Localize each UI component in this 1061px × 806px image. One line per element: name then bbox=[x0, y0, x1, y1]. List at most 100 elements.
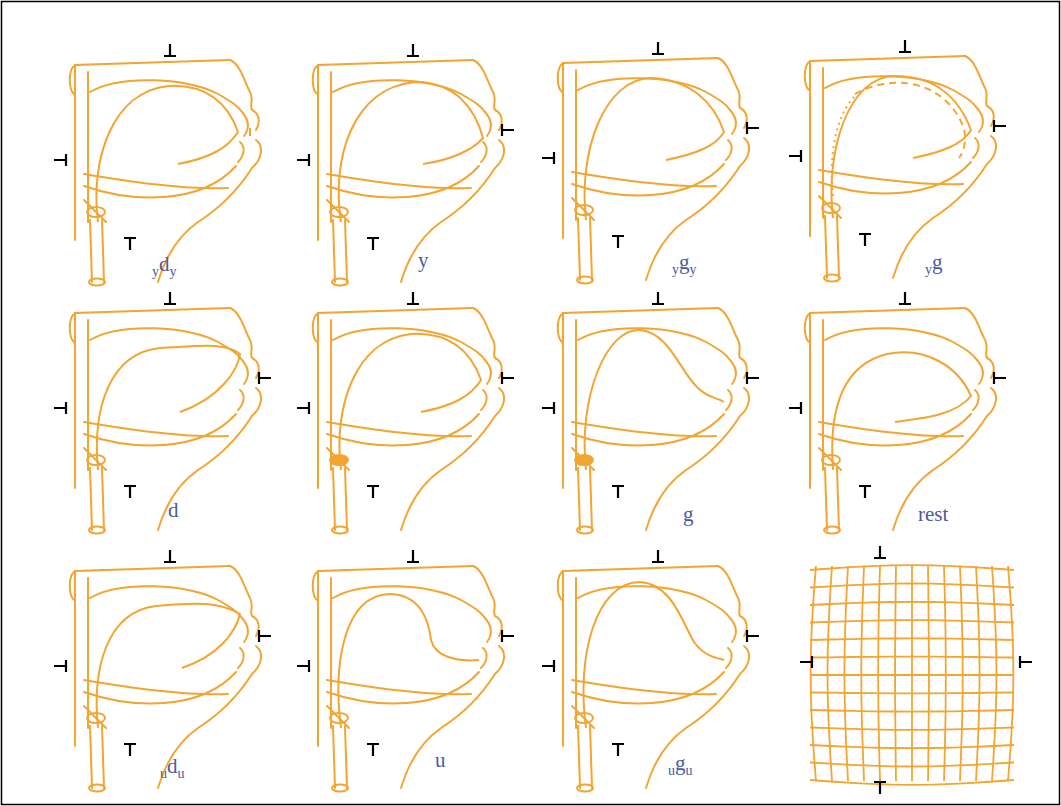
tract-outline bbox=[333, 220, 335, 282]
trachea-end bbox=[577, 785, 593, 792]
tract-outline bbox=[84, 706, 106, 728]
tract-outline bbox=[70, 313, 75, 343]
tract-outline bbox=[333, 726, 335, 788]
registration-mark bbox=[502, 630, 514, 642]
tract-outline bbox=[84, 200, 106, 222]
registration-mark bbox=[297, 402, 309, 414]
grid-line bbox=[878, 566, 880, 781]
vocal-tract-tracing bbox=[542, 42, 759, 284]
registration-mark bbox=[164, 44, 176, 56]
tract-outline bbox=[481, 142, 487, 162]
registration-mark bbox=[652, 550, 664, 562]
tract-outline bbox=[473, 566, 502, 636]
tract-outline bbox=[330, 578, 332, 728]
tract-outline bbox=[893, 388, 996, 530]
vocal-tract-tracing bbox=[54, 550, 271, 792]
tract-outline bbox=[87, 578, 89, 728]
condition-label: ydy bbox=[152, 254, 177, 275]
vocal-tract-tracing bbox=[54, 44, 261, 286]
condition-label: ugu bbox=[668, 753, 693, 774]
tract-outline bbox=[590, 468, 592, 530]
trachea-end bbox=[824, 275, 840, 282]
tract-outline bbox=[730, 110, 736, 134]
tract-outline bbox=[575, 70, 577, 220]
tract-outline bbox=[575, 320, 577, 470]
tract-outline bbox=[90, 80, 242, 112]
tract-outline bbox=[977, 360, 983, 384]
tract-outline bbox=[90, 726, 92, 788]
tract-outline bbox=[330, 72, 332, 222]
tract-outline bbox=[558, 313, 563, 343]
calibration-grid bbox=[800, 546, 1032, 794]
grid-line bbox=[810, 710, 1014, 712]
tract-outline bbox=[646, 138, 749, 280]
tract-outline bbox=[837, 216, 839, 278]
tract-outline bbox=[313, 65, 318, 95]
tongue-outline bbox=[832, 352, 971, 470]
grid-line bbox=[944, 566, 946, 781]
vocal-tract-tracing bbox=[297, 44, 514, 286]
tract-outline bbox=[572, 164, 724, 195]
tract-outline bbox=[726, 648, 732, 668]
tract-outline bbox=[84, 672, 236, 703]
tract-outline bbox=[837, 468, 839, 530]
tongue-outline bbox=[585, 78, 724, 220]
grid-line bbox=[811, 566, 816, 781]
grid-line bbox=[810, 620, 1014, 622]
registration-mark bbox=[124, 238, 136, 250]
registration-mark bbox=[164, 292, 176, 304]
tract-outline bbox=[238, 142, 244, 162]
tract-outline bbox=[90, 468, 92, 530]
vocal-tract-tracing bbox=[54, 292, 271, 534]
registration-mark bbox=[899, 40, 911, 52]
tract-outline bbox=[718, 308, 747, 378]
tongue-outline bbox=[339, 594, 479, 728]
tract-outline bbox=[730, 360, 736, 384]
tract-outline bbox=[578, 218, 580, 280]
condition-label: y bbox=[418, 250, 429, 271]
grid-line bbox=[992, 566, 997, 781]
grid-line bbox=[960, 566, 963, 781]
tract-outline bbox=[230, 566, 259, 636]
registration-mark bbox=[297, 660, 309, 672]
tract-outline bbox=[822, 320, 824, 470]
tract-outline bbox=[805, 61, 810, 91]
larynx bbox=[822, 455, 840, 465]
tract-outline bbox=[825, 76, 977, 108]
grid-line bbox=[810, 728, 1014, 730]
registration-mark bbox=[124, 486, 136, 498]
trachea-end bbox=[89, 279, 105, 286]
grid-line bbox=[810, 780, 1014, 785]
registration-mark bbox=[502, 372, 514, 384]
tract-outline bbox=[578, 468, 580, 530]
tract-outline bbox=[230, 60, 259, 130]
trachea-end bbox=[332, 785, 348, 792]
registration-mark bbox=[367, 486, 379, 498]
tract-outline bbox=[238, 390, 244, 410]
tick bbox=[249, 128, 251, 136]
tract-outline bbox=[575, 578, 577, 728]
grid-line bbox=[810, 638, 1014, 640]
tract-outline bbox=[825, 468, 827, 530]
vocal-tract-tracing bbox=[297, 550, 514, 792]
tract-outline bbox=[330, 320, 332, 470]
tongue-outline bbox=[97, 346, 240, 470]
tract-outline bbox=[327, 448, 349, 470]
registration-mark bbox=[54, 154, 66, 166]
tract-outline bbox=[590, 218, 592, 280]
tract-outline bbox=[313, 313, 318, 343]
registration-mark bbox=[502, 124, 514, 136]
registration-mark bbox=[747, 372, 759, 384]
tract-outline bbox=[158, 646, 261, 788]
registration-mark bbox=[652, 292, 664, 304]
grid-line bbox=[810, 656, 1014, 659]
tract-outline bbox=[646, 388, 749, 530]
registration-mark bbox=[367, 744, 379, 756]
tract-outline bbox=[578, 726, 580, 788]
grid-line bbox=[976, 566, 980, 781]
registration-mark bbox=[124, 744, 136, 756]
vocal-tract-tracing bbox=[789, 40, 1006, 282]
tract-outline bbox=[558, 571, 563, 601]
tract-outline bbox=[819, 414, 971, 445]
